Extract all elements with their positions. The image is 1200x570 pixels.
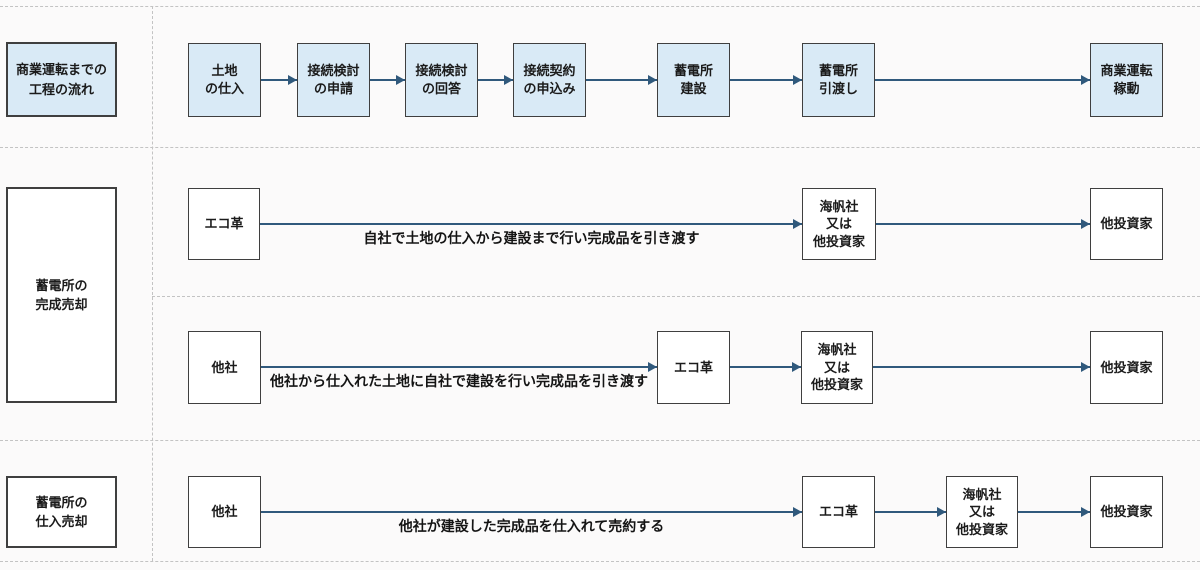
flow-arrow xyxy=(875,507,946,517)
node-other-investors: 他投資家 xyxy=(1090,188,1163,260)
section-label-purchase-sale: 蓄電所の 仕入売却 xyxy=(6,476,117,548)
flow-arrow xyxy=(261,75,297,85)
flow-arrow xyxy=(478,75,513,85)
flow-arrow xyxy=(1018,507,1090,517)
dashed-separator-section2-3 xyxy=(0,440,1200,441)
flow-arrow xyxy=(873,362,1090,372)
node-kaihan-or-investors: 海帆社 又は 他投資家 xyxy=(946,476,1018,548)
dashed-separator-section1-2 xyxy=(0,147,1200,148)
node-eco-kaku: エコ革 xyxy=(657,331,730,404)
node-other-company: 他社 xyxy=(188,331,261,404)
dashed-separator-row2-3 xyxy=(152,296,1200,297)
arrow-description: 自社で土地の仕入から建設まで行い完成品を引き渡す xyxy=(363,230,700,246)
node-other-investors: 他投資家 xyxy=(1090,331,1163,404)
dashed-separator-vertical xyxy=(152,6,153,561)
step-battery-station-handover: 蓄電所 引渡し xyxy=(802,43,875,117)
flow-arrow xyxy=(261,507,802,517)
flow-arrow xyxy=(730,75,802,85)
node-eco-kaku: エコ革 xyxy=(802,476,875,548)
step-connection-contract-application: 接続契約 の申込み xyxy=(513,43,586,117)
flow-arrow xyxy=(876,219,1090,229)
flow-arrow xyxy=(875,75,1090,85)
node-kaihan-or-investors: 海帆社 又は 他投資家 xyxy=(801,331,873,404)
step-connection-review-answer: 接続検討 の回答 xyxy=(405,43,478,117)
section-label-process-flow: 商業運転までの 工程の流れ xyxy=(6,42,117,117)
step-land-purchase: 土地 の仕入 xyxy=(188,43,261,117)
section-label-completed-sale: 蓄電所の 完成売却 xyxy=(6,187,117,403)
node-eco-kaku: エコ革 xyxy=(188,188,260,260)
step-commercial-operation: 商業運転 稼動 xyxy=(1090,43,1163,117)
flow-arrow xyxy=(261,362,657,372)
flow-arrow xyxy=(586,75,657,85)
flow-arrow xyxy=(260,219,802,229)
node-other-company: 他社 xyxy=(188,476,261,548)
dashed-separator-top xyxy=(0,6,1200,7)
node-other-investors: 他投資家 xyxy=(1090,476,1163,548)
node-kaihan-or-investors: 海帆社 又は 他投資家 xyxy=(802,188,876,260)
flow-arrow xyxy=(370,75,405,85)
dashed-separator-bottom xyxy=(0,561,1200,562)
step-connection-review-application: 接続検討 の申請 xyxy=(297,43,370,117)
flow-arrow xyxy=(730,362,801,372)
arrow-description: 他社が建設した完成品を仕入れて売約する xyxy=(398,518,665,534)
step-battery-station-construction: 蓄電所 建設 xyxy=(657,43,730,117)
arrow-description: 他社から仕入れた土地に自社で建設を行い完成品を引き渡す xyxy=(270,373,648,389)
